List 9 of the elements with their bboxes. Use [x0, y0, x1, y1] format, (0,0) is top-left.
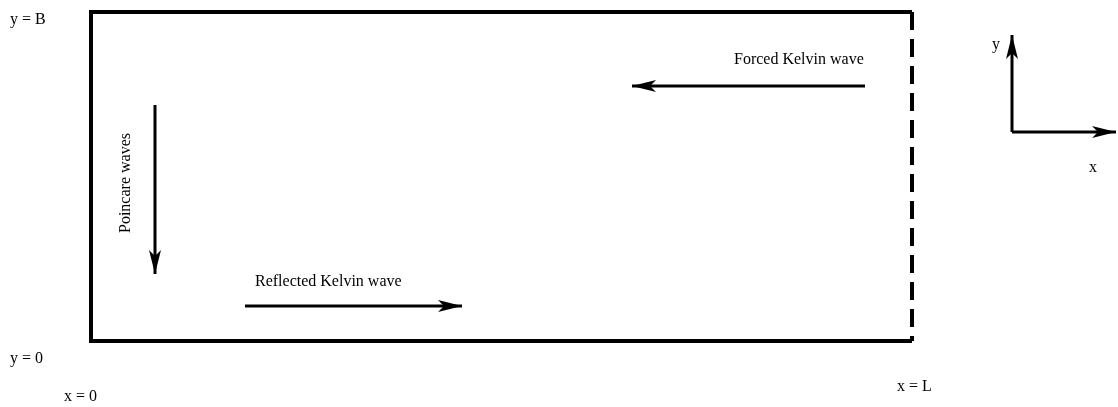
wave-label: Forced Kelvin wave	[734, 50, 864, 68]
axis-label: y = 0	[10, 349, 44, 367]
axis-label: y	[992, 35, 1000, 53]
axis-label: x	[1089, 158, 1097, 176]
axis-label: x = 0	[64, 387, 98, 405]
axis-label: y = B	[10, 10, 46, 28]
axis-label: x = L	[897, 377, 932, 395]
wave-label: Poincare waves	[116, 133, 134, 233]
wave-label: Reflected Kelvin wave	[255, 272, 402, 290]
